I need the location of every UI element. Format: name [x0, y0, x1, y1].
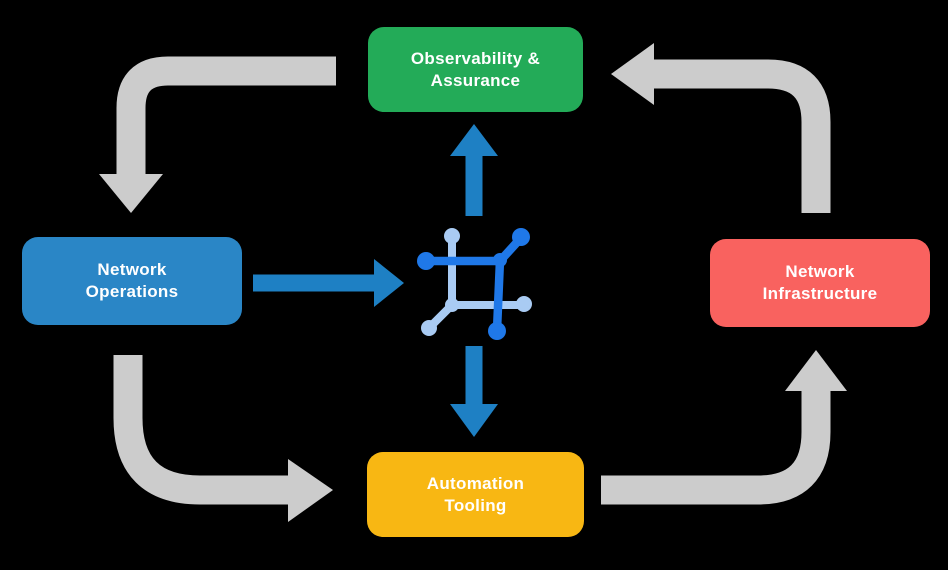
- arrow-operations-to-automation: [113, 355, 333, 522]
- network-fabric-icon-primary-strands: [417, 228, 530, 340]
- network-fabric-icon-secondary-strands: [421, 228, 532, 336]
- node-network-infrastructure: Network Infrastructure: [710, 239, 930, 327]
- network-fabric-icon: [417, 228, 532, 340]
- node-label-line: Infrastructure: [762, 284, 878, 303]
- node-label-line: Automation: [426, 473, 525, 493]
- arrow-infrastructure-to-observability: [611, 43, 831, 213]
- arrow-hub-to-automation: [450, 346, 498, 437]
- node-network-operations: Network Operations: [22, 237, 242, 325]
- arrow-automation-to-infrastructure: [601, 350, 847, 505]
- node-label-line: Assurance: [430, 70, 521, 90]
- node-label-line: Tooling: [444, 495, 507, 515]
- node-observability-assurance: Observability & Assurance: [368, 27, 583, 112]
- node-label-line: Operations: [85, 282, 179, 301]
- node-automation-tooling: Automation Tooling: [367, 452, 584, 537]
- arrow-observability-to-operations: [99, 56, 336, 213]
- arrow-operations-to-hub: [253, 259, 404, 307]
- node-label-line: Observability &: [410, 48, 541, 68]
- node-label-line: Network: [97, 260, 167, 279]
- arrow-hub-to-observability: [450, 124, 498, 216]
- node-label-line: Network: [785, 262, 855, 281]
